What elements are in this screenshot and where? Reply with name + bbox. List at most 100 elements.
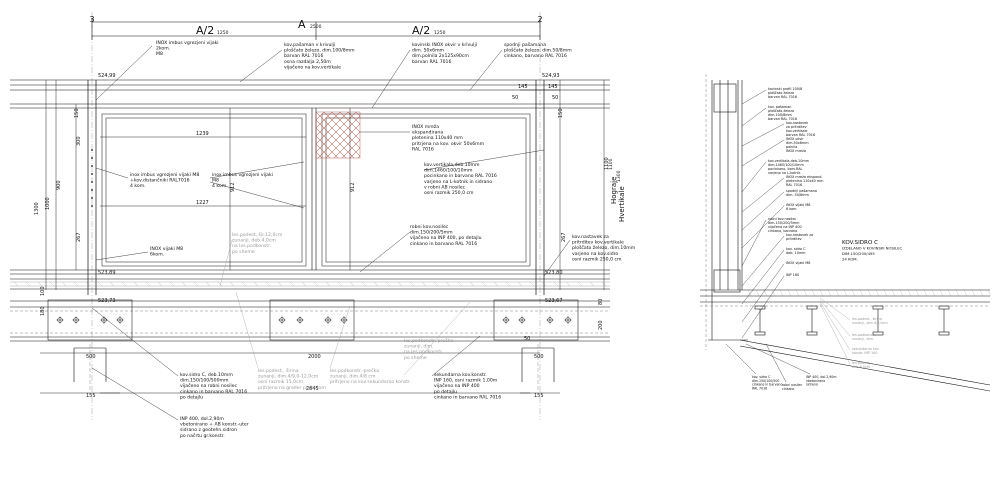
dim-900: 900 [56,180,62,190]
side-gray-note-line: les.podest, [852,361,871,365]
dim-145-a: 145 [518,84,528,90]
note-line: osni razmik 250,0 cm [572,256,622,262]
dashed-beam-lines [10,310,610,334]
dim-50-b: 50 [552,95,558,101]
note-line: INP 400, dol.2,90m [180,416,224,422]
note-line: ploščato železo, dim.100/8mm [284,47,355,54]
note-line: vijačeno na robni nosilec [180,382,237,389]
dim-half-left-value: 1250 [217,30,229,36]
dim-524-99: 524,99 [98,73,116,79]
dim-523-80: 523,80 [545,270,563,276]
note-line: les.podest, šir.12,0cm [232,231,283,238]
note-line: na les.podkonstr. [404,349,443,355]
post-left [87,80,97,295]
side-note-line: barvan RAL 7016 [768,95,797,99]
dim-1000: 1000 [45,197,51,210]
side-bottom-note-line: cinkano in barvano [752,383,782,387]
note-line: sidrano z geotehn.sidron [180,427,237,433]
side-note-line: kov. pašaman [768,105,791,109]
note-line: cinkano in barvano RAL 7016 [180,389,247,395]
note-line: M8 [156,51,163,57]
note-line: +kov.distančniki RAL7016 [130,177,190,184]
side-gray-note-line: konstr. INP 160 [852,351,878,355]
note-line: cinkano, barvano RAL 7016 [504,53,567,59]
label-hograje: Hograje [610,177,618,204]
side-note-line: barvan RAL 7016 [768,117,797,121]
note-line: dim.150/200/5mm [410,230,453,236]
side-title-line: IZDELANO V KOVINSKI NOSILEC [842,246,903,251]
side-note-line: pletenina 110x40 mm [786,179,824,183]
dim-150-b: 150 [558,108,564,118]
side-note-line: INOX mreža [786,149,806,153]
side-note-line: dim.1460/100/10mm [768,163,804,167]
note-line: dim. 50x6mm [412,48,445,54]
note-line: zunanji, dim.4/9,0-12,0cm [258,374,319,380]
leader-lines [91,45,571,421]
dim-50-a: 50 [512,95,518,101]
note-line: kov.nastavek za [572,234,609,240]
note-line: zunanji, dim.4/8 cm [330,374,376,380]
note-line: ploščato železo, dim.50/8mm [504,47,572,54]
side-note-line: varjeno na L-kotnik [768,171,801,175]
side-bottom-note-line: kov. sidro C [752,375,771,379]
note-line: po detajlu [180,394,203,400]
top-handrail [10,79,610,109]
side-note-line: pritrditev [786,237,802,241]
side-note-line: 6 kom [786,207,797,211]
dim-half-right: A/2 [412,24,430,37]
dim-500-b: 500 [534,354,544,360]
note-line: RAL 7016 [412,146,434,152]
note-line: inox imbus vgrezjeni vijaki M8 [130,172,199,178]
side-bottom-note-line: RAL 7016 [752,386,767,390]
side-section [700,80,991,392]
note-line: M8 [212,178,219,184]
side-note-line: RAL 7016 [786,183,802,187]
side-gray-note: sekundarna kov.konstr. INP 160 [852,347,880,355]
column-centerlines [89,344,539,392]
note-line: les.podest., širina [258,367,299,374]
dim-half-right-value: 1250 [434,30,446,36]
note-line: dim.150/100/500mm [180,378,229,384]
note-line: osna razdalja 2,50m [284,59,331,65]
note-line: varjeno na kov.sidro [572,251,618,257]
note-line: varjeno na L-kotnik in sidrano [424,179,492,185]
deck-hatch-ticks [13,281,607,287]
side-note-line: vijačeno na INP 400 [768,225,802,229]
note-line: cinkano in barvano RAL 7016 [410,241,477,247]
post-right [535,80,545,295]
dim-50-c: 50 [524,336,530,342]
dim-80: 80 [598,299,604,305]
side-note-line: INOX okvir [786,137,804,141]
side-bottom-note-line: vbetonirano [806,379,825,383]
anchor-bolts [56,316,572,324]
dim-523-67: 523,67 [545,298,563,304]
side-note-line: dim.100/8mm [768,113,793,117]
note-line: osni razmik 15,0cm [258,379,304,385]
note-line: cinkano in barvano RAL 7016 [434,394,501,400]
note-line: dim.1460/100/10mm [424,168,473,174]
side-note-line: cinkano, barvano [768,229,797,233]
dim-145-b: 145 [548,84,558,90]
side-note-line: ploščato železo [768,91,794,95]
infill-frame-right [321,113,531,267]
infill-frame-left [101,113,307,267]
note-line: les.podkonstr.-prečka [404,337,453,344]
label-hvertikale-value: 1300 [616,170,622,182]
note-line: ekspandirana [412,130,443,136]
